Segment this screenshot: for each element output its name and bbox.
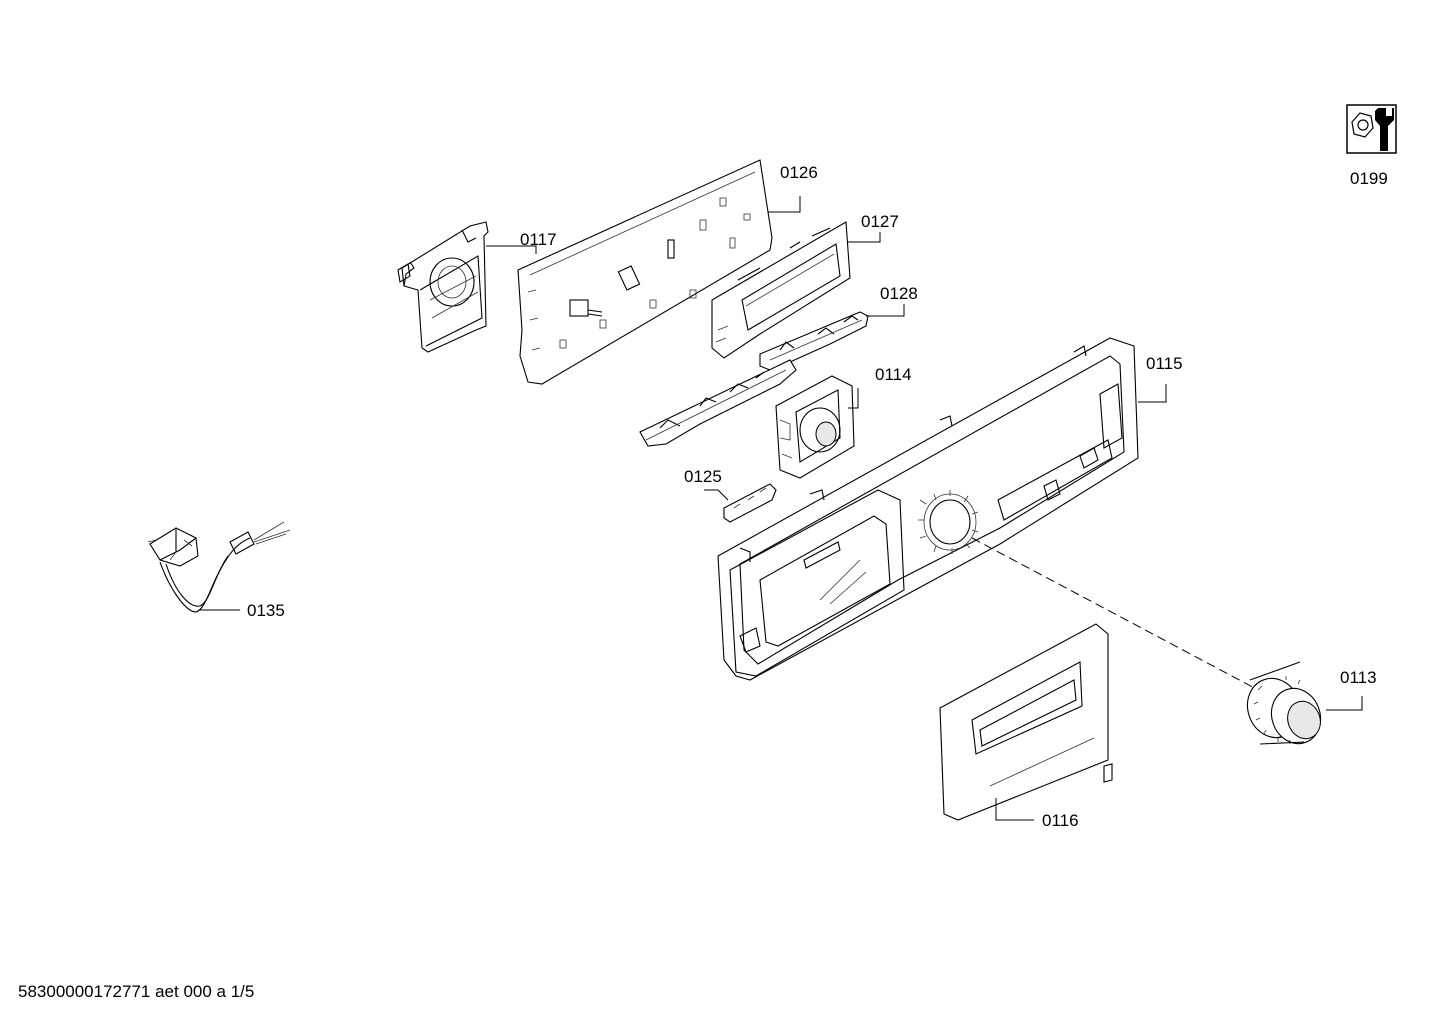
label-0114: 0114 <box>875 365 912 384</box>
label-0116: 0116 <box>1042 811 1079 830</box>
label-0117: 0117 <box>520 230 557 249</box>
label-0128: 0128 <box>880 284 918 303</box>
label-0113: 0113 <box>1340 668 1377 687</box>
label-0135: 0135 <box>247 601 285 620</box>
label-0127: 0127 <box>861 212 899 231</box>
part-0126-control-board <box>517 159 773 385</box>
assembly-dashed-line <box>971 537 1263 693</box>
label-0126: 0126 <box>780 163 818 182</box>
part-0117-bracket <box>397 221 489 353</box>
label-0199: 0199 <box>1350 169 1388 188</box>
drawing-reference-code: 58300000172771 aet 000 a 1/5 <box>18 982 255 1001</box>
part-0116-dispenser-drawer <box>939 623 1113 821</box>
part-0113-knob <box>1246 661 1322 745</box>
part-button-strip <box>639 359 797 447</box>
label-0125: 0125 <box>684 467 722 486</box>
label-0115: 0115 <box>1146 354 1183 373</box>
part-0125-small-board <box>723 483 777 523</box>
wrench-hex-nut-icon <box>1346 104 1397 154</box>
part-0135-power-cord <box>147 521 291 613</box>
part-0115-fascia-panel <box>717 337 1139 681</box>
part-0128-button-rail <box>759 311 869 371</box>
part-0127-display-frame <box>711 221 851 359</box>
part-0114-selector-module <box>775 375 855 479</box>
